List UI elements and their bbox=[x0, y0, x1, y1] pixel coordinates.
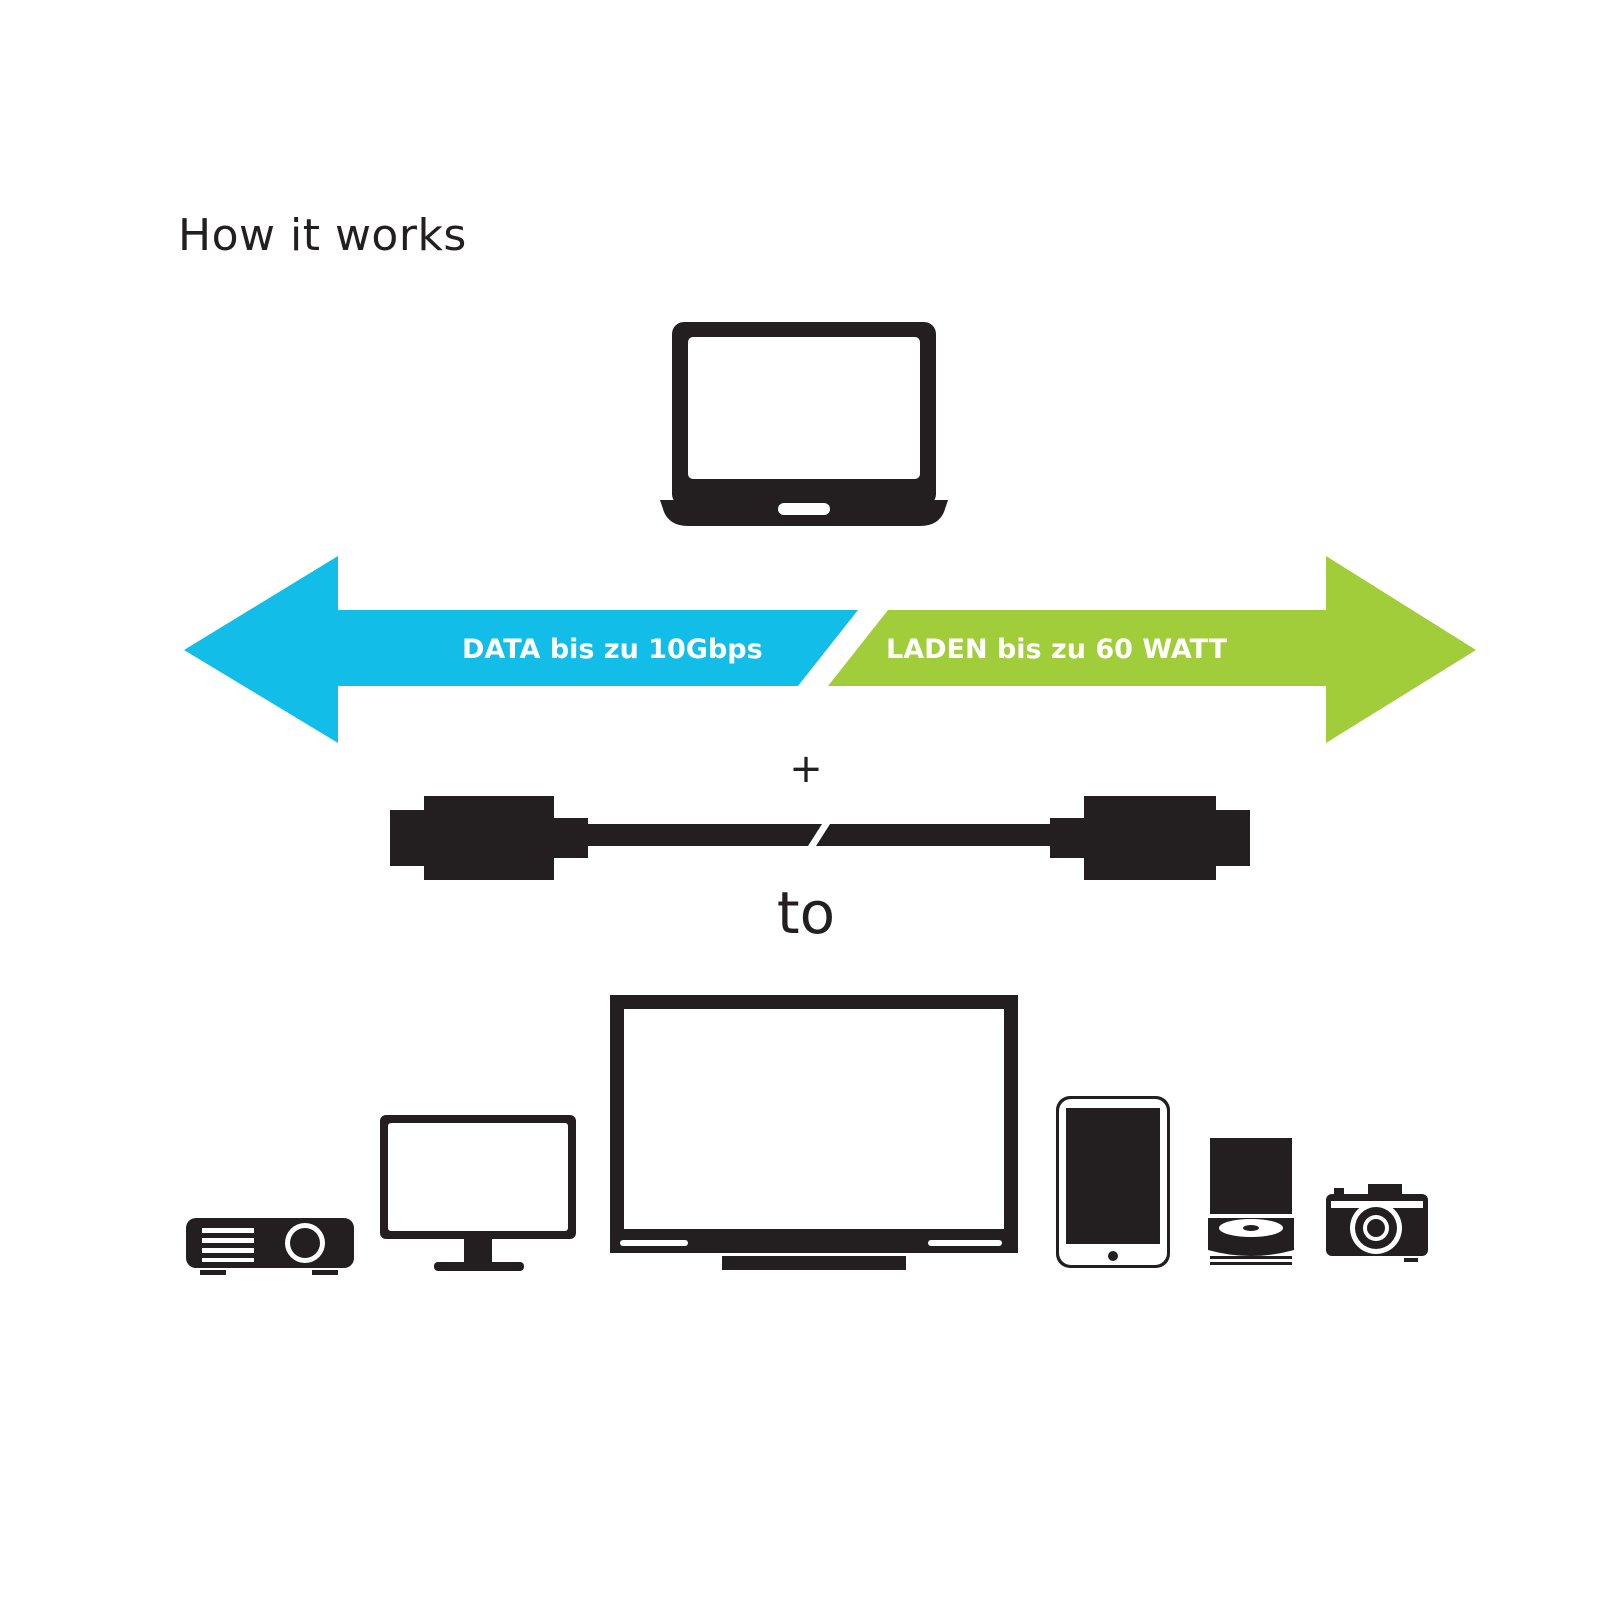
laptop-icon bbox=[660, 322, 948, 526]
speaker-icon bbox=[1208, 1138, 1294, 1265]
power-arrow-shape bbox=[828, 556, 1476, 743]
camera-icon bbox=[1326, 1184, 1428, 1262]
page-title: How it works bbox=[178, 210, 467, 261]
to-label: to bbox=[777, 879, 835, 947]
plus-symbol: + bbox=[789, 746, 823, 792]
usb-c-cable-icon bbox=[390, 796, 1250, 880]
power-arrow-label: LADEN bis zu 60 WATT bbox=[886, 634, 1228, 665]
data-arrow-shape bbox=[184, 556, 858, 743]
data-arrow: DATA bis zu 10Gbps bbox=[184, 556, 858, 743]
data-arrow-label: DATA bis zu 10Gbps bbox=[462, 634, 763, 665]
monitor-icon bbox=[380, 1115, 576, 1271]
power-arrow: LADEN bis zu 60 WATT bbox=[828, 556, 1476, 743]
tv-icon bbox=[610, 995, 1018, 1270]
smartphone-icon bbox=[1056, 1096, 1170, 1268]
projector-icon bbox=[186, 1218, 354, 1275]
